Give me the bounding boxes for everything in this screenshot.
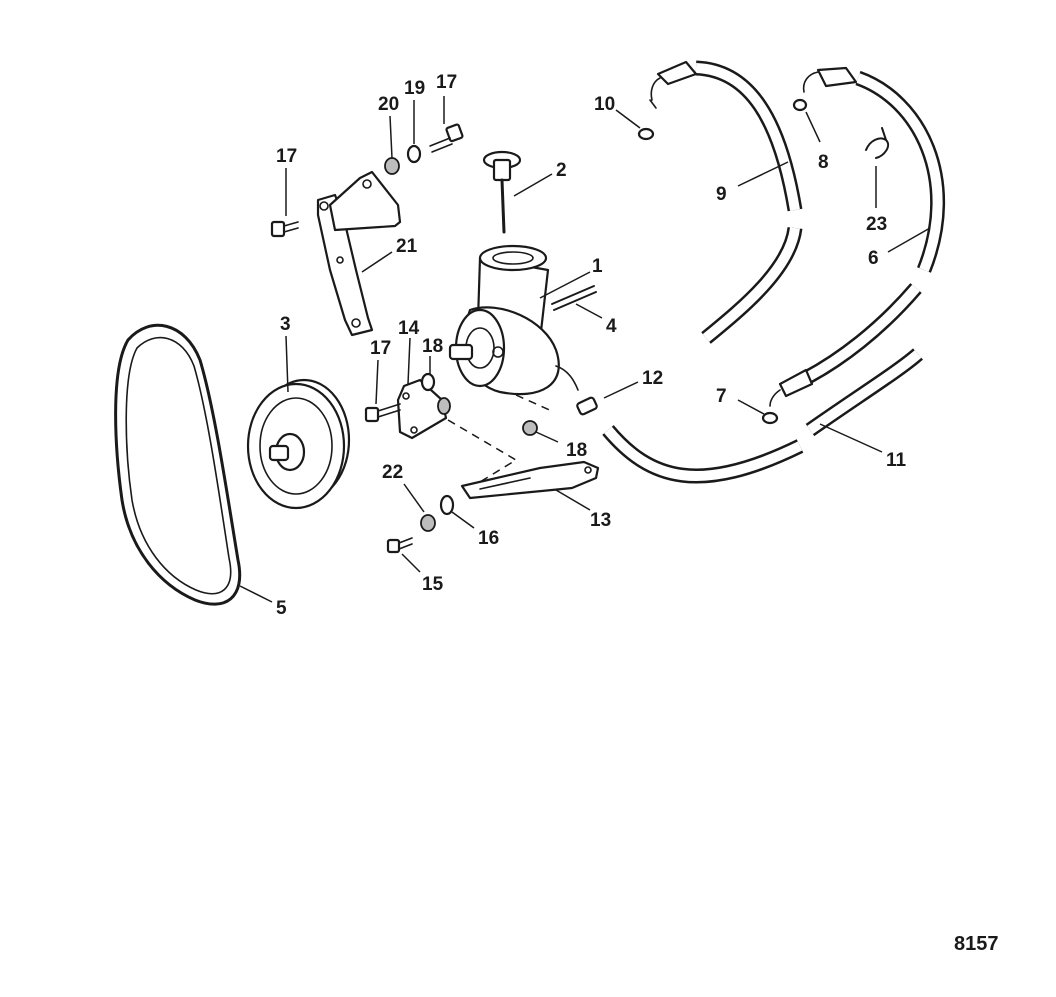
- pulley: [246, 378, 351, 510]
- o-ring-8: [792, 98, 808, 112]
- leader-18b: [535, 431, 559, 443]
- bolt-15: [386, 537, 413, 554]
- hose-9: [649, 60, 803, 344]
- bolt-top: [429, 123, 464, 153]
- callout-18a: 18: [422, 336, 443, 357]
- leader-15: [401, 553, 421, 573]
- power-steering-pump: [448, 244, 579, 396]
- hose-6: [769, 66, 946, 407]
- bolt-middle: [364, 403, 401, 423]
- o-ring-7: [761, 411, 779, 425]
- alignment-line-a: [447, 419, 518, 489]
- callout-20: 20: [378, 94, 399, 115]
- leader-8: [805, 111, 821, 143]
- leader-10: [615, 109, 641, 129]
- leader-22: [403, 483, 425, 513]
- callout-17b: 17: [436, 72, 457, 93]
- leader-1: [539, 271, 591, 299]
- callout-13: 13: [590, 510, 611, 531]
- leader-14: [407, 337, 411, 385]
- callout-21: 21: [396, 236, 418, 257]
- lock-washer-19: [406, 144, 422, 164]
- callout-19: 19: [404, 78, 425, 99]
- drive-belt: [114, 323, 242, 606]
- leader-16: [451, 511, 475, 529]
- callout-7: 7: [716, 386, 727, 407]
- filler-cap-dipstick: [482, 150, 522, 234]
- leader-9: [737, 161, 789, 187]
- fitting-12: [576, 396, 598, 416]
- leader-13: [555, 489, 591, 511]
- leader-6: [887, 227, 931, 253]
- callout-15: 15: [422, 574, 444, 595]
- callout-17c: 17: [370, 338, 391, 359]
- callout-1: 1: [592, 256, 603, 277]
- callout-11: 11: [886, 450, 907, 471]
- callout-3: 3: [280, 314, 291, 335]
- alignment-line-b: [515, 394, 555, 413]
- hose-clamp: [865, 127, 890, 159]
- callout-23: 23: [866, 214, 887, 235]
- leader-12: [603, 381, 639, 399]
- callout-5: 5: [276, 598, 287, 619]
- callout-18b: 18: [566, 440, 587, 461]
- callout-14: 14: [398, 318, 420, 339]
- callout-9: 9: [716, 184, 727, 205]
- callout-4: 4: [606, 316, 617, 337]
- o-ring-10: [637, 127, 655, 141]
- washer-16: [439, 494, 455, 516]
- leader-lines: [239, 96, 931, 603]
- nut-22: [420, 514, 436, 532]
- leader-5: [239, 585, 273, 603]
- upper-bracket: [316, 170, 402, 337]
- leader-11: [819, 423, 883, 453]
- leader-21: [361, 251, 393, 273]
- leader-17c: [375, 359, 379, 405]
- figure-number: 8157: [954, 933, 999, 955]
- callout-16: 16: [478, 528, 499, 549]
- callout-10: 10: [594, 94, 615, 115]
- leader-7: [737, 399, 765, 415]
- adjusting-arm: [460, 460, 600, 500]
- callout-8: 8: [818, 152, 829, 173]
- callout-22: 22: [382, 462, 403, 483]
- bolt-left: [270, 220, 299, 238]
- callout-12: 12: [642, 368, 663, 389]
- callout-2: 2: [556, 160, 567, 181]
- leader-2: [513, 173, 553, 197]
- nut-18-lower: [522, 420, 538, 436]
- leader-3: [285, 335, 289, 393]
- return-hose: [602, 348, 923, 484]
- leader-20: [389, 115, 393, 159]
- stud: [551, 285, 597, 311]
- callout-6: 6: [868, 248, 879, 269]
- callout-labels: 1 2 3 4 5 6 7 8 9 10 11 12 13 14 15 16 1…: [276, 72, 907, 619]
- washer-18-upper: [420, 372, 436, 392]
- callout-17a: 17: [276, 146, 297, 167]
- nut-20: [384, 157, 400, 175]
- leader-4: [575, 303, 603, 319]
